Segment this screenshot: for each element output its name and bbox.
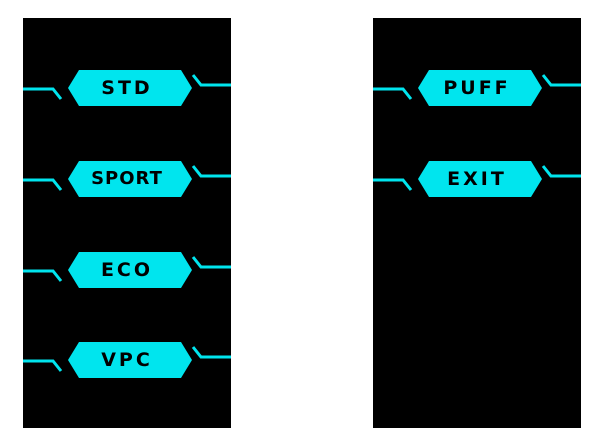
mode-button-std[interactable]: STD [23, 66, 231, 110]
mode-button-frame [373, 70, 581, 106]
mode-button-frame [23, 70, 231, 106]
mode-button-frame [23, 252, 231, 288]
mode-button-frame [23, 342, 231, 378]
mode-button-eco[interactable]: ECO [23, 248, 231, 292]
mode-button-puff[interactable]: PUFF [373, 66, 581, 110]
mode-button-frame [373, 161, 581, 197]
right-menu-panel: PUFF EXIT [373, 18, 581, 428]
mode-button-vpc[interactable]: VPC [23, 338, 231, 382]
mode-button-sport[interactable]: SPORT [23, 157, 231, 201]
mode-button-frame [23, 161, 231, 197]
exit-button[interactable]: EXIT [373, 157, 581, 201]
left-menu-panel: STD SPORT ECO VPC [23, 18, 231, 428]
